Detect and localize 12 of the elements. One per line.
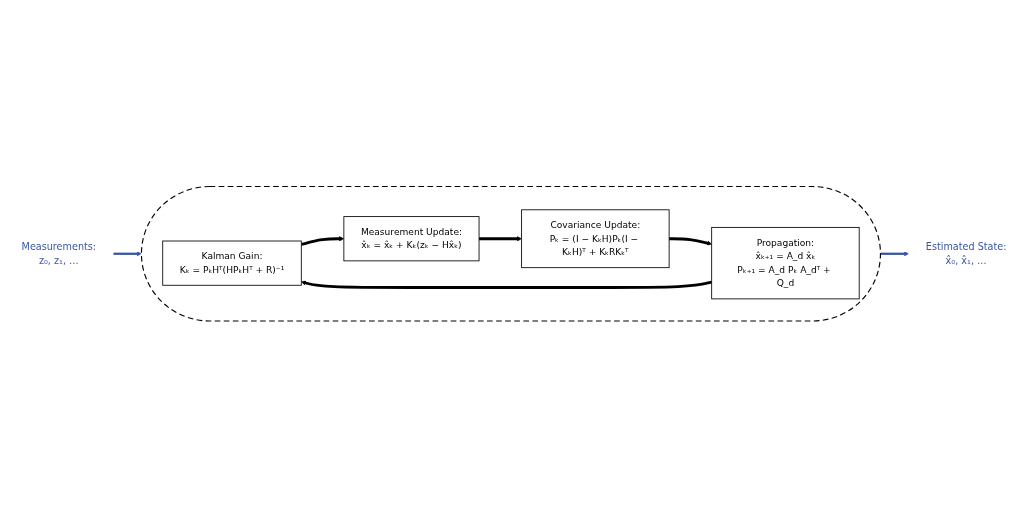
node-text: Estimated State: x̂₀, x̂₁, … bbox=[925, 240, 1007, 266]
arrow bbox=[479, 235, 522, 241]
arrow bbox=[669, 237, 712, 246]
arrow bbox=[301, 280, 713, 289]
node-box: Measurement Update: x̂ₖ = x̂ₖ + Kₖ(zₖ − Hx̂ₖ) bbox=[343, 215, 480, 261]
node-box: Covariance Update: Pₖ = (I − KₖH)Pₖ(I − KₖH)ᵀ + KₖRKₖᵀ bbox=[521, 209, 670, 268]
node-box: Kalman Gain: Kₖ = PₖHᵀ(HPₖHᵀ + R)⁻¹ bbox=[162, 240, 302, 286]
node-box: Propagation: x̂ₖ₊₁ = A_d x̂ₖ Pₖ₊₁ = A_d Pₖ A_dᵀ + Q_d bbox=[711, 226, 860, 300]
arrow bbox=[880, 251, 910, 256]
node-text: Measurements: z₀, z₁, … bbox=[21, 240, 97, 266]
arrow bbox=[113, 251, 142, 256]
arrow bbox=[300, 235, 345, 246]
